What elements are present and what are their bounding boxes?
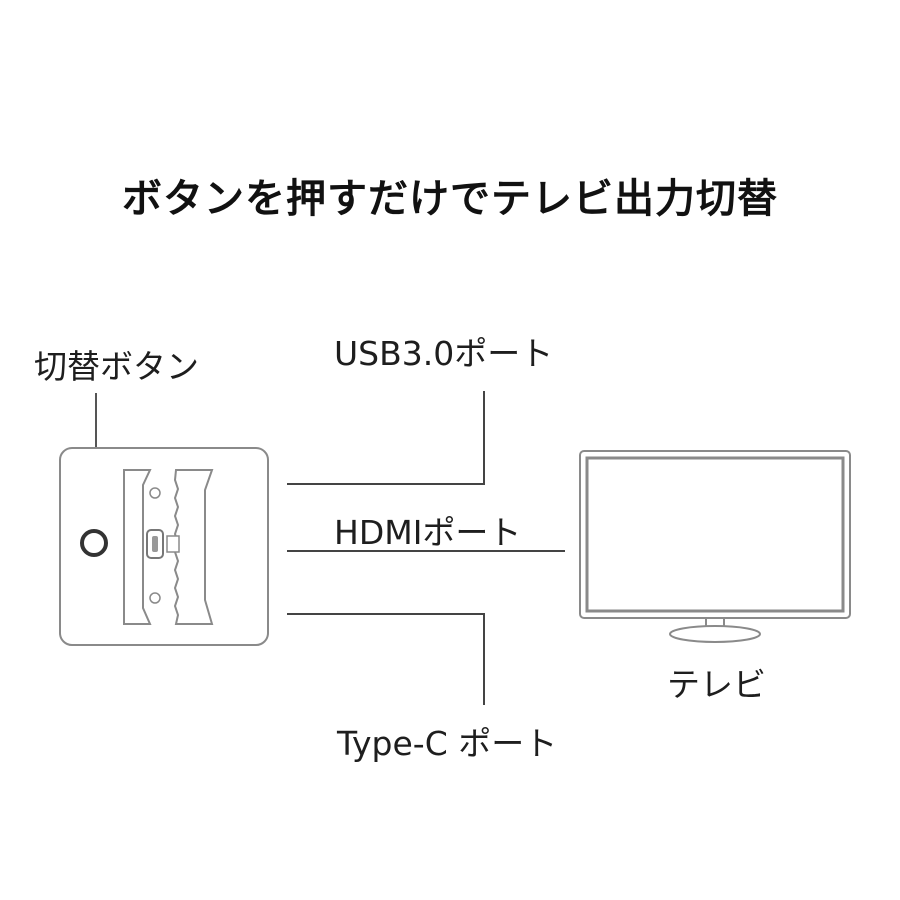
connector-block	[166, 535, 180, 553]
bottom-hole	[149, 592, 161, 604]
typec-port-label: Type-C ポート	[337, 724, 558, 763]
page-title: ボタンを押すだけでテレビ出力切替	[122, 176, 778, 222]
tv-label: テレビ	[667, 665, 766, 704]
switch-button-icon[interactable]	[80, 529, 108, 557]
tv-stand	[669, 625, 761, 643]
usb-connection-line	[287, 391, 485, 485]
tv-screen	[585, 456, 845, 613]
typec-connection-line	[287, 613, 485, 705]
top-hole	[149, 487, 161, 499]
hdmi-port-label: HDMIポート	[334, 513, 522, 552]
switch-button-label: 切替ボタン	[34, 347, 199, 386]
usb-port-label: USB3.0ポート	[334, 334, 554, 373]
right-rail	[173, 469, 214, 625]
typec-connector-pin	[152, 536, 158, 552]
left-rail	[123, 469, 152, 625]
tv-icon	[579, 450, 851, 643]
dock-device	[59, 447, 269, 646]
